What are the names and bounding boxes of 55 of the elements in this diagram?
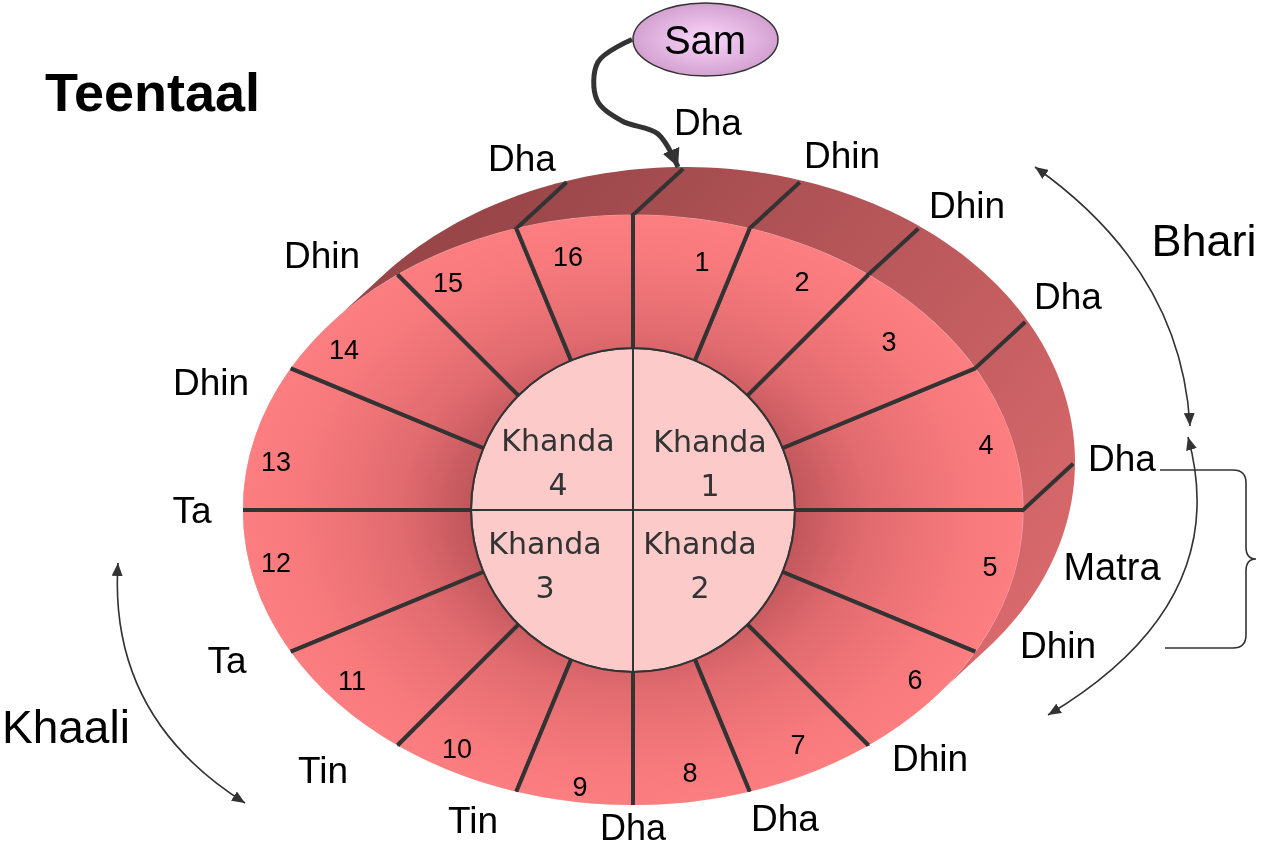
disk-sector [516,215,633,361]
matra-number: 5 [982,553,998,581]
matra-number: 10 [442,735,472,763]
section-label: Bhari [1151,217,1257,263]
bol-label: Dhin [172,363,250,401]
khanda-quadrant [471,348,633,511]
disk-sector [633,215,750,361]
khanda-quadrant [471,510,633,672]
matra-number: 14 [329,336,359,364]
matra-number: 13 [261,448,291,476]
bol-label: Ta [207,641,247,679]
matra-number: 8 [682,759,698,787]
matra-number: 4 [978,431,994,459]
bol-label: Dha [1034,277,1102,315]
bol-label: Dha [488,139,556,177]
bol-label: Ta [172,491,212,529]
matra-number: 16 [553,243,583,271]
disk-sector [782,368,1023,510]
bol-label: Dha [600,810,666,846]
matra-number: 1 [694,248,710,276]
matra-number: 6 [907,666,923,694]
sam-ellipse [632,2,779,77]
matra-number: 12 [261,549,291,577]
sam-label: Sam [663,19,747,60]
matra-number: 11 [338,667,366,695]
disk-sector [694,228,869,396]
matra-number: 15 [433,269,463,297]
bol-label: Dha [1088,439,1156,477]
matra-number: 9 [572,773,588,801]
bol-label: Dha [751,799,819,837]
section-label: Khaali [2,704,130,750]
bol-label: Dhin [928,186,1006,224]
disk-sector [782,510,1023,652]
khanda-quadrant [633,510,795,672]
bol-label: Tin [298,751,348,789]
khanda-label: Khanda 3 [487,524,603,606]
bol-label: Tin [448,801,498,839]
khanda-label: Khanda 4 [500,421,616,503]
bol-label: Dhin [891,739,969,777]
matra-number: 2 [794,268,810,296]
curved-arrow [591,37,681,168]
bol-label: Dha [674,103,742,141]
disk-sector [516,659,633,805]
disk-sector [633,659,750,805]
matra-number: 3 [881,328,897,356]
bol-label: Dhin [1019,626,1097,664]
matra-number: 7 [790,731,806,759]
matra-label: Matra [1063,548,1161,586]
bol-label: Dhin [283,236,361,274]
khanda-label: Khanda 1 [652,422,768,504]
title: Teentaal [45,65,261,119]
khanda-label: Khanda 2 [642,524,758,606]
disk-sector [397,624,572,792]
khanda-quadrant [633,348,795,510]
bol-label: Dhin [803,136,881,174]
